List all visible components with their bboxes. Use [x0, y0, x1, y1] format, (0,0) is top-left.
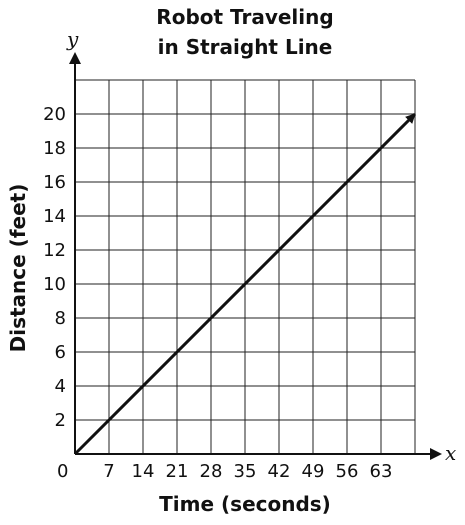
x-axis-arrow-icon: [430, 448, 442, 460]
chart-title-line-2: in Straight Line: [158, 35, 333, 59]
y-axis-variable: y: [66, 27, 79, 51]
y-axis-label: Distance (feet): [6, 184, 30, 353]
y-tick-label: 16: [43, 172, 66, 193]
y-tick-label: 10: [43, 274, 66, 295]
x-axis-variable: x: [445, 441, 456, 465]
y-tick-label: 18: [43, 138, 66, 159]
x-tick-label: 42: [268, 461, 291, 482]
x-tick-label: 28: [200, 461, 223, 482]
x-tick-label: 14: [132, 461, 155, 482]
series-layer: [73, 112, 417, 456]
x-tick-label: 49: [302, 461, 325, 482]
x-axis-label: Time (seconds): [159, 492, 331, 516]
y-tick-label: 12: [43, 240, 66, 261]
x-tick-label: 63: [370, 461, 393, 482]
y-tick-label: 4: [55, 376, 66, 397]
grid: [75, 79, 416, 454]
y-tick-label: 20: [43, 104, 66, 125]
series-line: [73, 112, 417, 456]
origin-label: 0: [57, 461, 68, 482]
x-tick-label: 21: [166, 461, 189, 482]
y-tick-label: 2: [55, 410, 66, 431]
x-tick-label: 7: [103, 461, 114, 482]
y-tick-label: 8: [55, 308, 66, 329]
chart-title-line-1: Robot Traveling: [156, 5, 333, 29]
y-axis-arrow-icon: [69, 52, 81, 64]
tick-labels: 7 14 21 28 35 42 49 56 63 2 4 6 8 10 12 14 16 18 20: [43, 104, 392, 482]
x-tick-label: 56: [336, 461, 359, 482]
x-tick-label: 35: [234, 461, 257, 482]
y-tick-label: 14: [43, 206, 66, 227]
y-tick-label: 6: [55, 342, 66, 363]
